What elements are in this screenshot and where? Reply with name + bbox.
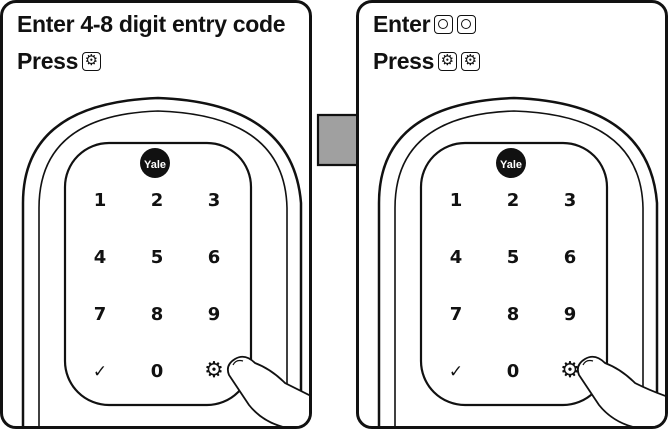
keypad-face: [419, 141, 609, 407]
gear-key-icon: [82, 51, 102, 71]
keypad-key-9: 9: [208, 304, 221, 325]
yale-logo-badge: [496, 148, 526, 178]
instruction-line-1: Enter 4-8 digit entry code: [17, 11, 286, 37]
keypad-key-1: 1: [94, 190, 107, 211]
keypad-key-1: 1: [450, 190, 463, 211]
keypad-key-gear: ⚙: [204, 358, 224, 383]
keypad-key-0: 0: [151, 361, 164, 382]
blank-key-icon: [457, 15, 477, 34]
instruction-line-2: Press: [17, 48, 102, 74]
left-instruction-panel: Yale 1 2 3 4 5 6 7 8 9 ✓ 0 ⚙ Enter 4-8 digit entry …: [0, 0, 312, 429]
gear-key-icon: [461, 51, 481, 71]
keypad-key-2: 2: [507, 190, 520, 211]
keypad-key-7: 7: [450, 304, 463, 325]
gear-key-icon: [438, 51, 458, 71]
keypad-key-check: ✓: [93, 362, 107, 382]
keypad-key-gear: ⚙: [560, 358, 580, 383]
deadbolt-illustration: Yale 1 2 3 4 5 6 7 8 9 ✓ 0 ⚙: [377, 96, 665, 426]
keypad-key-6: 6: [564, 247, 577, 268]
keypad-key-8: 8: [507, 304, 520, 325]
press-label: Press: [17, 48, 79, 74]
lock-outer-frame-inner: [394, 110, 644, 426]
yale-logo-badge: [140, 148, 170, 178]
finger-icon: [576, 355, 665, 426]
keypad-key-5: 5: [507, 247, 520, 268]
keypad-key-7: 7: [94, 304, 107, 325]
lock-outer-frame: [21, 96, 303, 426]
keypad-key-2: 2: [151, 190, 164, 211]
lock-outer-frame: [377, 96, 659, 426]
yale-logo-text: Yale: [144, 159, 166, 171]
keypad-key-8: 8: [151, 304, 164, 325]
keypad-keys: 1 2 3 4 5 6 7 8 9 ✓ 0 ⚙: [449, 190, 580, 383]
keypad-key-4: 4: [450, 247, 463, 268]
finger-icon: [226, 355, 309, 426]
keypad-key-3: 3: [564, 190, 577, 211]
yale-logo-text: Yale: [500, 159, 522, 171]
press-label: Press: [373, 48, 435, 74]
fingernail: [232, 359, 244, 366]
lock-outer-frame-inner: [38, 110, 288, 426]
instruction-line-2: Press: [373, 48, 481, 74]
enter-label: Enter: [373, 11, 431, 37]
blank-key-icon: [434, 15, 454, 34]
keypad-keys: 1 2 3 4 5 6 7 8 9 ✓ 0 ⚙: [93, 190, 224, 383]
keypad-key-9: 9: [564, 304, 577, 325]
keypad-key-0: 0: [507, 361, 520, 382]
keypad-key-check: ✓: [449, 362, 463, 382]
fingernail: [582, 359, 594, 366]
keypad-key-5: 5: [151, 247, 164, 268]
keypad-key-6: 6: [208, 247, 221, 268]
instruction-line-1: Enter: [373, 11, 477, 37]
deadbolt-illustration: Yale 1 2 3 4 5 6 7 8 9 ✓ 0 ⚙: [21, 96, 309, 426]
keypad-face: [63, 141, 253, 407]
keypad-key-3: 3: [208, 190, 221, 211]
right-instruction-panel: Yale 1 2 3 4 5 6 7 8 9 ✓ 0 ⚙ Enter Press: [356, 0, 668, 429]
keypad-key-4: 4: [94, 247, 107, 268]
